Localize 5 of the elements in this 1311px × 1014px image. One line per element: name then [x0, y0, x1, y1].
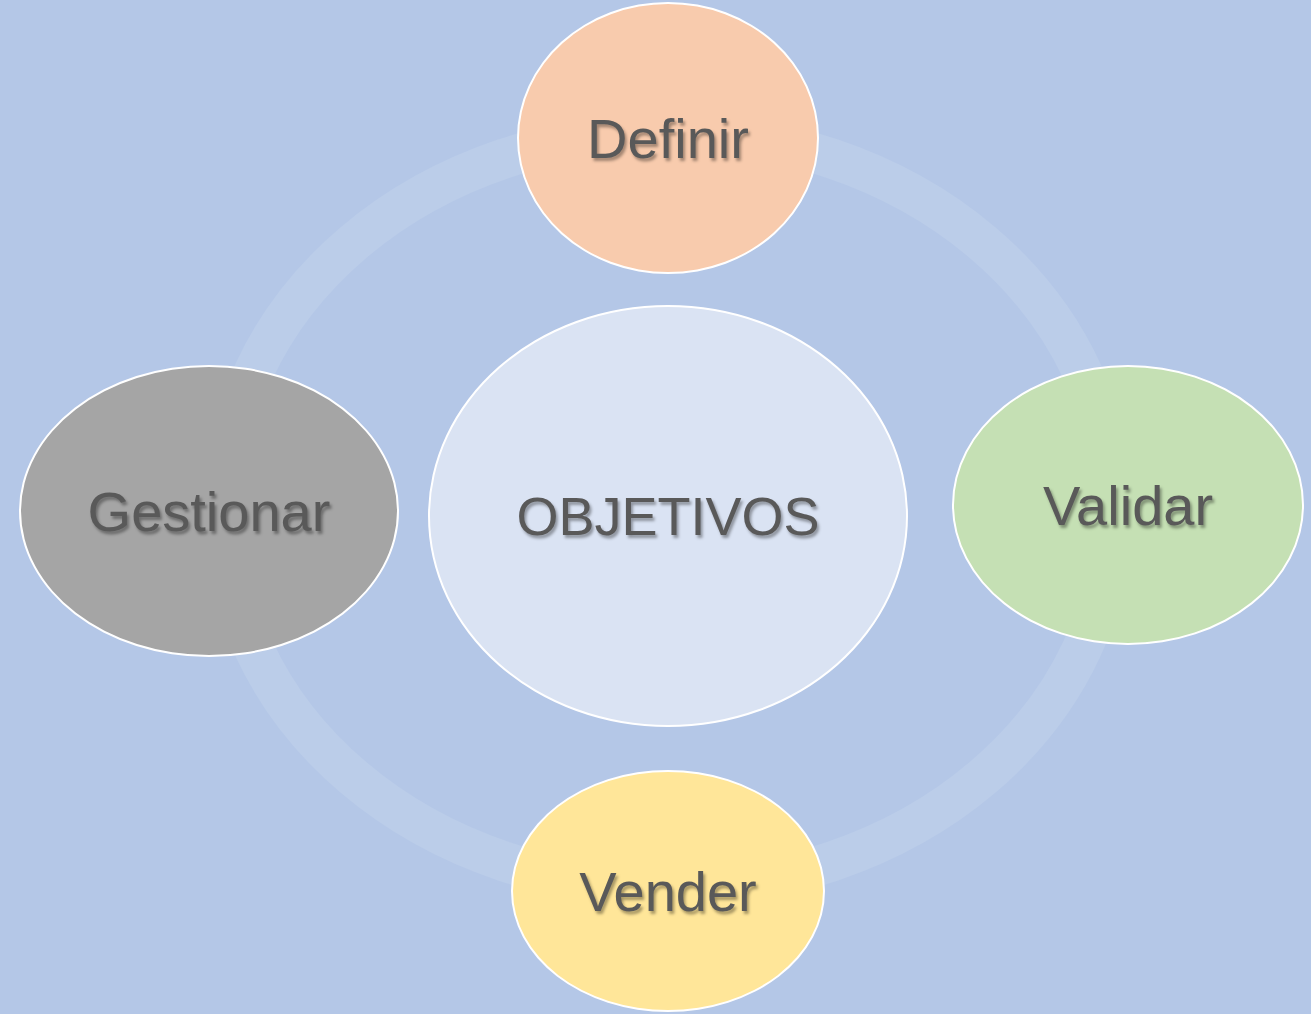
node-label: Vender — [579, 858, 757, 924]
node-label: Validar — [1042, 472, 1214, 538]
node-label: Gestionar — [87, 478, 331, 544]
node-label: Definir — [587, 105, 749, 171]
node-label: OBJETIVOS — [516, 485, 820, 547]
